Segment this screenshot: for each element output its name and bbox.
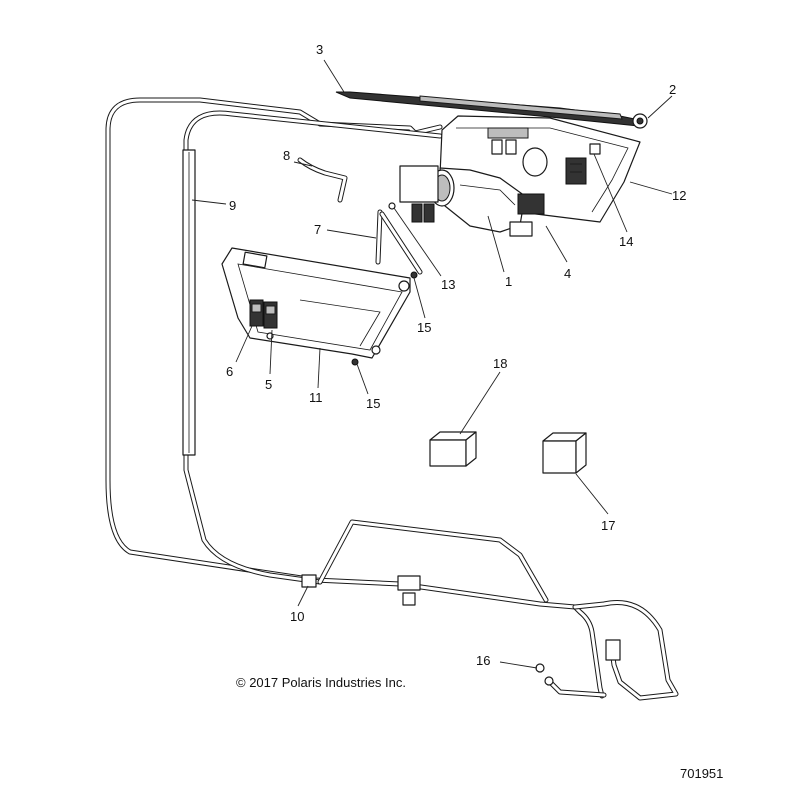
- hose-tee-connector: [397, 575, 421, 591]
- washer-hose: [105, 97, 679, 701]
- callout-5: 5: [265, 377, 272, 392]
- box-17: [542, 432, 587, 474]
- wiring-connectors: [411, 203, 435, 223]
- callout-10: 10: [290, 609, 304, 624]
- drawing-number: 701951: [680, 766, 724, 781]
- callout-15b: 15: [366, 396, 380, 411]
- callout-1: 1: [505, 274, 512, 289]
- leader-lines: [191, 59, 673, 669]
- callout-9: 9: [229, 198, 236, 213]
- screws-15: [351, 271, 418, 366]
- callout-12: 12: [672, 188, 686, 203]
- push-fasteners-16: [535, 663, 554, 686]
- vent-hose: [297, 157, 348, 203]
- callout-14: 14: [619, 234, 633, 249]
- callout-6: 6: [226, 364, 233, 379]
- copyright-notice: © 2017 Polaris Industries Inc.: [236, 675, 406, 690]
- hose-retainer-channel: [182, 149, 196, 456]
- linkage-rod: [375, 202, 423, 275]
- callout-labels: 1 2 3 4 5 6 7 8 9 10 11 12 13 14 15 15 1…: [226, 42, 686, 668]
- hose-clip: [301, 574, 317, 588]
- wiper-blade-arm: [335, 91, 648, 129]
- callout-18: 18: [493, 356, 507, 371]
- hose-connector-lower: [402, 592, 416, 606]
- hose-clip-right: [605, 639, 621, 661]
- callout-7: 7: [314, 222, 321, 237]
- callout-4: 4: [564, 266, 571, 281]
- box-18: [429, 431, 477, 467]
- callout-16: 16: [476, 653, 490, 668]
- callout-15a: 15: [417, 320, 431, 335]
- callout-11: 11: [309, 390, 323, 405]
- wiper-motor: [399, 165, 545, 237]
- callout-17: 17: [601, 518, 615, 533]
- callout-13: 13: [441, 277, 455, 292]
- callout-3: 3: [316, 42, 323, 57]
- callout-2: 2: [669, 82, 676, 97]
- switch-panel: [221, 247, 411, 359]
- callout-8: 8: [283, 148, 290, 163]
- motor-connector: [509, 221, 533, 237]
- fastener-13: [388, 202, 396, 210]
